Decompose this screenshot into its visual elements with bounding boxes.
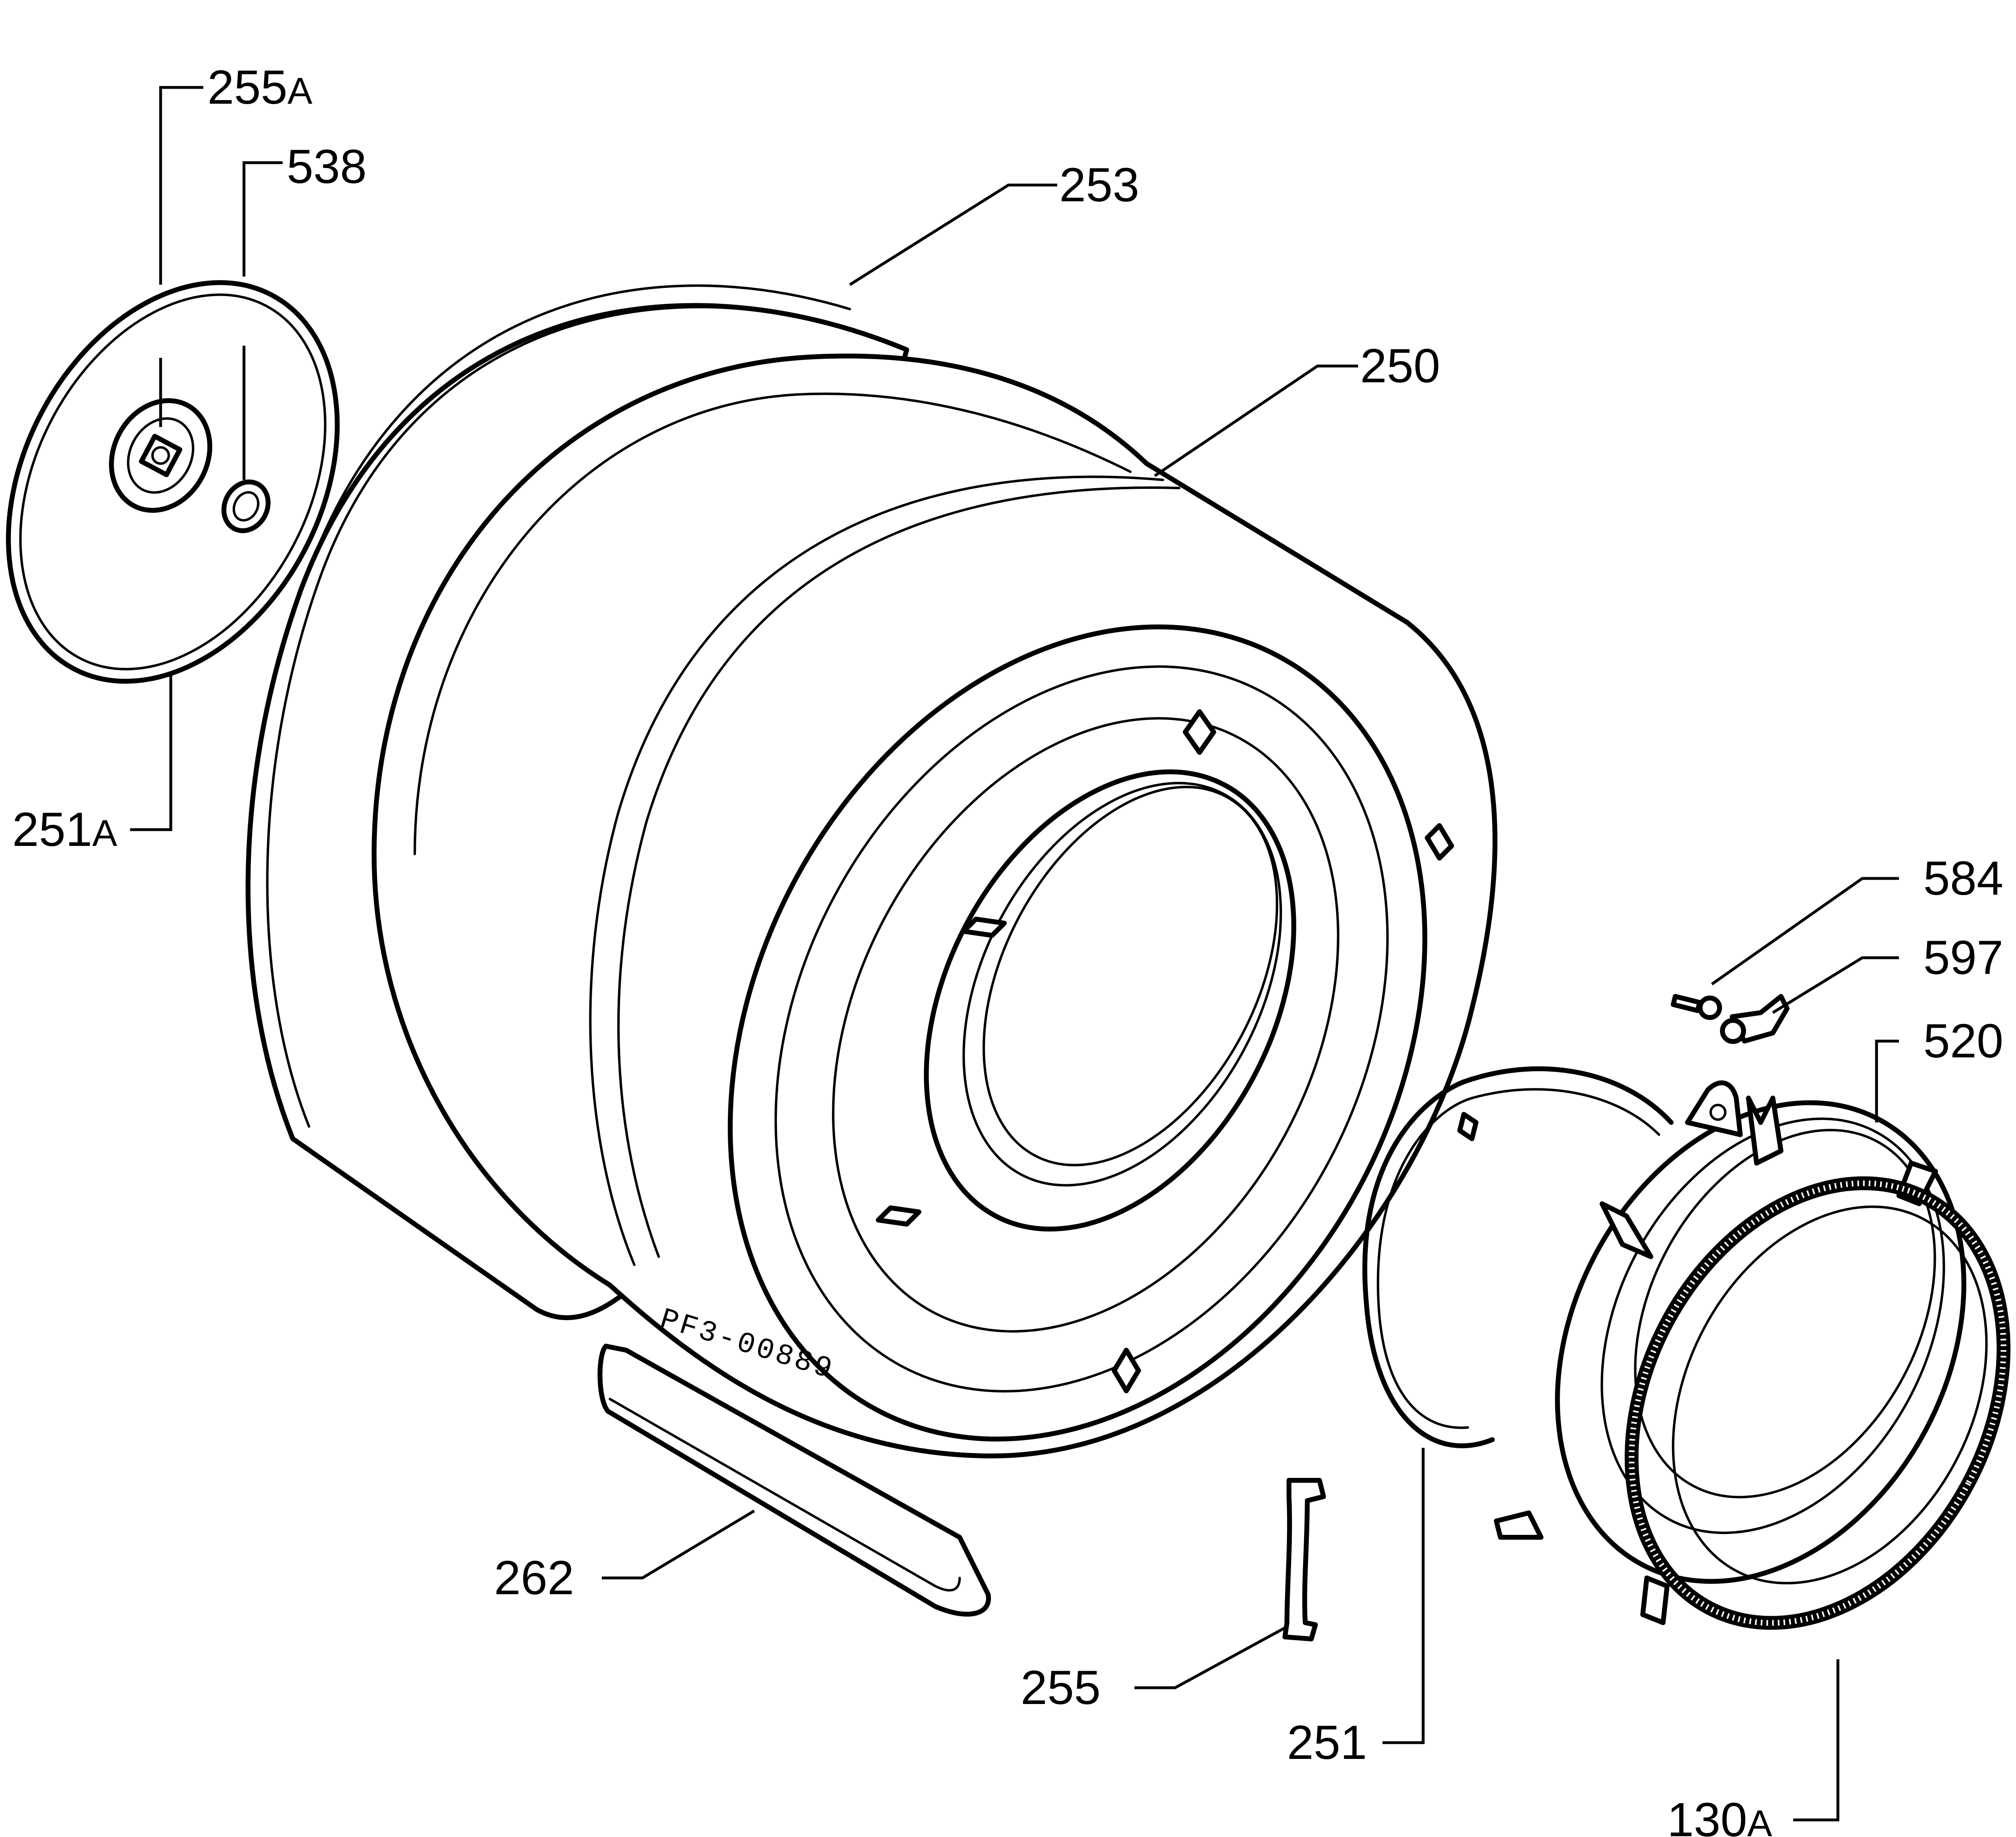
svg-text:597: 597 [1923,931,2003,985]
svg-text:584: 584 [1923,852,2003,905]
svg-text:251: 251 [1287,1716,1367,1769]
callout-251: 251 [1287,1716,1367,1769]
callout-584: 584 [1923,852,2003,905]
svg-text:538: 538 [287,140,367,194]
clip-255 [1282,1478,1326,1641]
front-bearing-housing [1494,1080,1966,1625]
svg-text:130A: 130A [1667,1793,1772,1837]
rear-drum-plate [6,280,340,684]
leader-lines [130,86,1899,1822]
callout-253: 253 [1059,158,1139,212]
pivot-bracket [1685,1080,1743,1137]
callout-520: 520 [1923,1014,2003,1068]
screw-584 [1671,994,1722,1020]
callout-251a: 251A [12,803,118,856]
drum-lifter-markers [876,709,1454,1393]
callout-255: 255 [1021,1661,1101,1715]
callout-255a: 255A [207,61,313,114]
callout-262: 262 [494,1551,574,1605]
svg-text:262: 262 [494,1551,574,1605]
bracket-597 [1720,994,1790,1044]
svg-text:251A: 251A [12,803,118,856]
svg-text:520: 520 [1923,1014,2003,1068]
svg-text:255: 255 [1021,1661,1101,1715]
front-seal-ring [1362,1066,1674,1448]
svg-text:250: 250 [1360,339,1440,393]
svg-text:253: 253 [1059,158,1139,212]
drum-front-face [727,624,1454,1442]
callout-250: 250 [1360,339,1440,393]
callout-130a: 130A [1667,1793,1772,1837]
rear-bearing-hub [109,398,212,513]
front-gasket [1624,1176,2011,1630]
callout-538: 538 [287,140,367,194]
callout-597: 597 [1923,931,2003,985]
washer-ring [221,479,271,533]
drum-baffle-262 [597,1344,991,1617]
svg-text:255A: 255A [207,61,313,114]
